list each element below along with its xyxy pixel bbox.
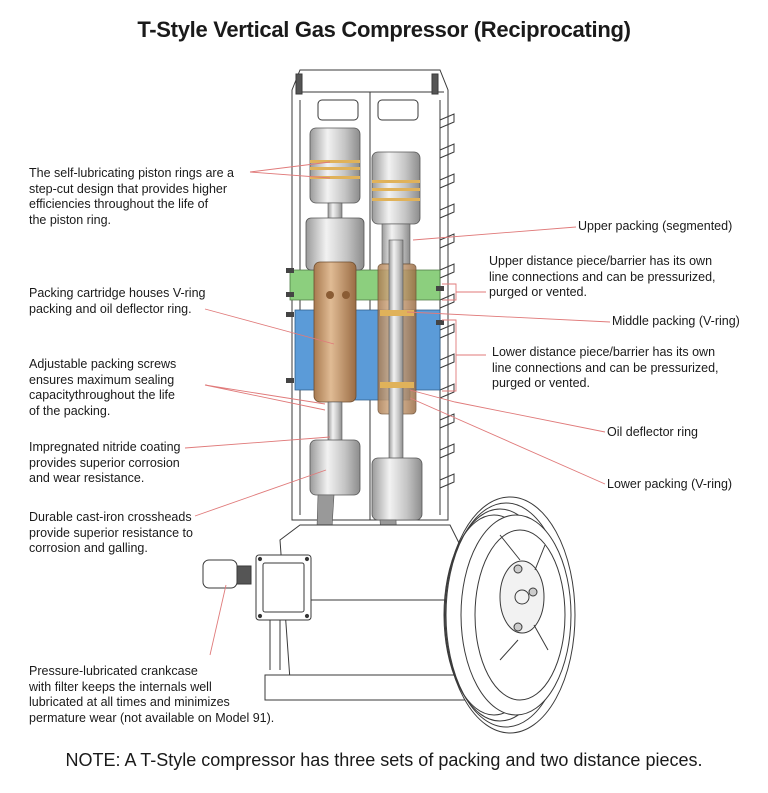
callout-lower-distance-piece: Lower distance piece/barrier has its own…: [492, 345, 719, 390]
leader-lower-packing: [409, 397, 606, 485]
callout-packing-screws: Adjustable packing screws ensures maximu…: [29, 357, 177, 418]
leader-crossheads: [194, 469, 327, 517]
leader-upper-packing: [412, 226, 577, 241]
callout-lower-packing: Lower packing (V-ring): [607, 477, 733, 491]
callout-middle-packing: Middle packing (V-ring): [612, 314, 740, 328]
callout-crankcase: Pressure-lubricated crankcase with filte…: [29, 664, 275, 725]
crankcase: [202, 524, 471, 701]
flywheel: [443, 496, 576, 734]
leader-upper-distance-piece: [442, 283, 486, 301]
callout-crossheads: Durable cast-iron crossheads provide sup…: [29, 510, 193, 555]
diagram-title: T-Style Vertical Gas Compressor (Recipro…: [137, 17, 631, 42]
right-piston-assembly: [371, 151, 423, 581]
side-bolts: [286, 268, 444, 383]
footnote: NOTE: A T-Style compressor has three set…: [65, 750, 703, 770]
callout-upper-packing: Upper packing (segmented): [578, 219, 733, 233]
callout-upper-distance-piece: Upper distance piece/barrier has its own…: [489, 254, 716, 299]
left-piston-assembly: [305, 127, 365, 561]
callout-nitride-coating: Impregnated nitride coating provides sup…: [29, 440, 181, 485]
callout-piston-rings: The self-lubricating piston rings are a …: [29, 166, 234, 227]
leader-packing-cartridge: [204, 308, 335, 345]
leader-lines: [184, 161, 611, 656]
callout-oil-deflector: Oil deflector ring: [607, 425, 699, 439]
leader-lower-distance-piece: [442, 319, 486, 392]
upper-distance-piece-shape: [289, 269, 441, 301]
leader-crankcase: [209, 584, 227, 656]
leader-oil-deflector: [409, 389, 606, 433]
leader-piston-rings: [249, 161, 331, 179]
callout-packing-cartridge: Packing cartridge houses V-ring packing …: [29, 286, 206, 316]
leader-nitride-coating: [184, 436, 331, 449]
leader-middle-packing: [406, 311, 611, 323]
